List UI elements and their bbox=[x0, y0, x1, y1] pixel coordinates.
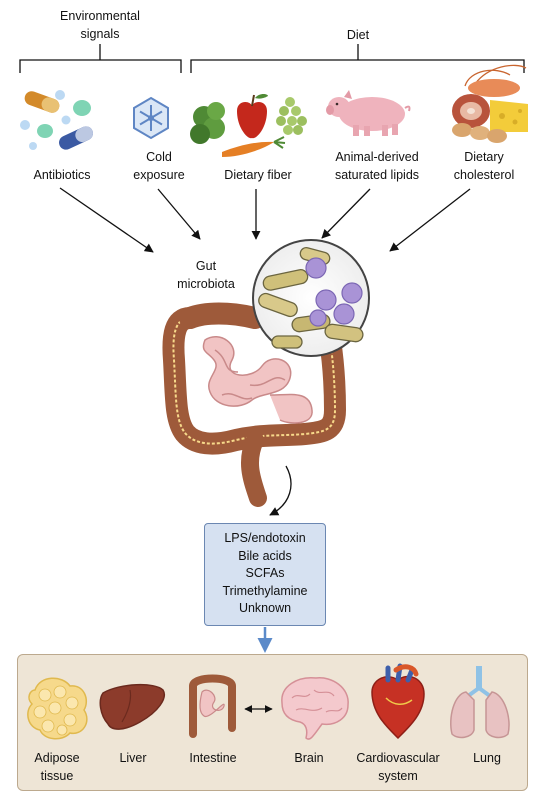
intestine-icon bbox=[189, 674, 236, 738]
gut-to-metabolites-arrow bbox=[269, 465, 292, 516]
antibiotics-icon bbox=[20, 90, 93, 150]
input-dietary-fiber-label: Dietary fiber bbox=[224, 168, 292, 182]
liver-icon bbox=[99, 683, 165, 730]
adipose-tissue-icon bbox=[27, 677, 88, 740]
gut-microbiota-label: Gut microbiota bbox=[177, 259, 235, 291]
organs-panel bbox=[17, 654, 528, 791]
diet-label: Diet bbox=[346, 28, 370, 42]
input-dietary-cholesterol-label: Dietary cholesterol bbox=[453, 150, 515, 182]
input-arrows bbox=[59, 187, 471, 253]
input-cold-exposure-label: Cold exposure bbox=[133, 150, 185, 182]
heart-icon bbox=[371, 663, 425, 740]
environmental-bracket bbox=[19, 44, 182, 73]
input-antibiotics-label: Antibiotics bbox=[33, 168, 91, 182]
metabolites-box: LPS/endotoxin Bile acids SCFAs Trimethyl… bbox=[204, 523, 326, 626]
environmental-signals-label: Environmental signals bbox=[60, 9, 140, 41]
organ-liver-label: Liver bbox=[119, 751, 147, 765]
metabolite-item: Bile acids bbox=[238, 548, 292, 563]
organ-lung-label: Lung bbox=[473, 751, 501, 765]
organ-intestine-label: Intestine bbox=[189, 751, 237, 765]
metabolite-item: Trimethylamine bbox=[222, 583, 308, 598]
pig-icon bbox=[326, 90, 411, 136]
brain-icon bbox=[281, 677, 349, 740]
vegetables-icon bbox=[190, 94, 307, 157]
gut-icon bbox=[162, 302, 347, 507]
microbiota-magnifier-icon bbox=[252, 239, 370, 357]
snowflake-icon bbox=[133, 96, 169, 140]
lungs-icon bbox=[450, 666, 510, 739]
metabolite-item: SCFAs bbox=[245, 566, 285, 580]
organ-cardiovascular-system-label: Cardiovascular system bbox=[356, 751, 440, 783]
metabolite-item: Unknown bbox=[238, 601, 292, 615]
metabolite-item: LPS/endotoxin bbox=[224, 531, 306, 545]
organ-adipose-tissue-label: Adipose tissue bbox=[34, 751, 80, 783]
cholesterol-foods-icon bbox=[452, 64, 528, 143]
input-saturated-lipids-label: Animal-derived saturated lipids bbox=[334, 150, 420, 182]
organ-brain-label: Brain bbox=[294, 751, 324, 765]
